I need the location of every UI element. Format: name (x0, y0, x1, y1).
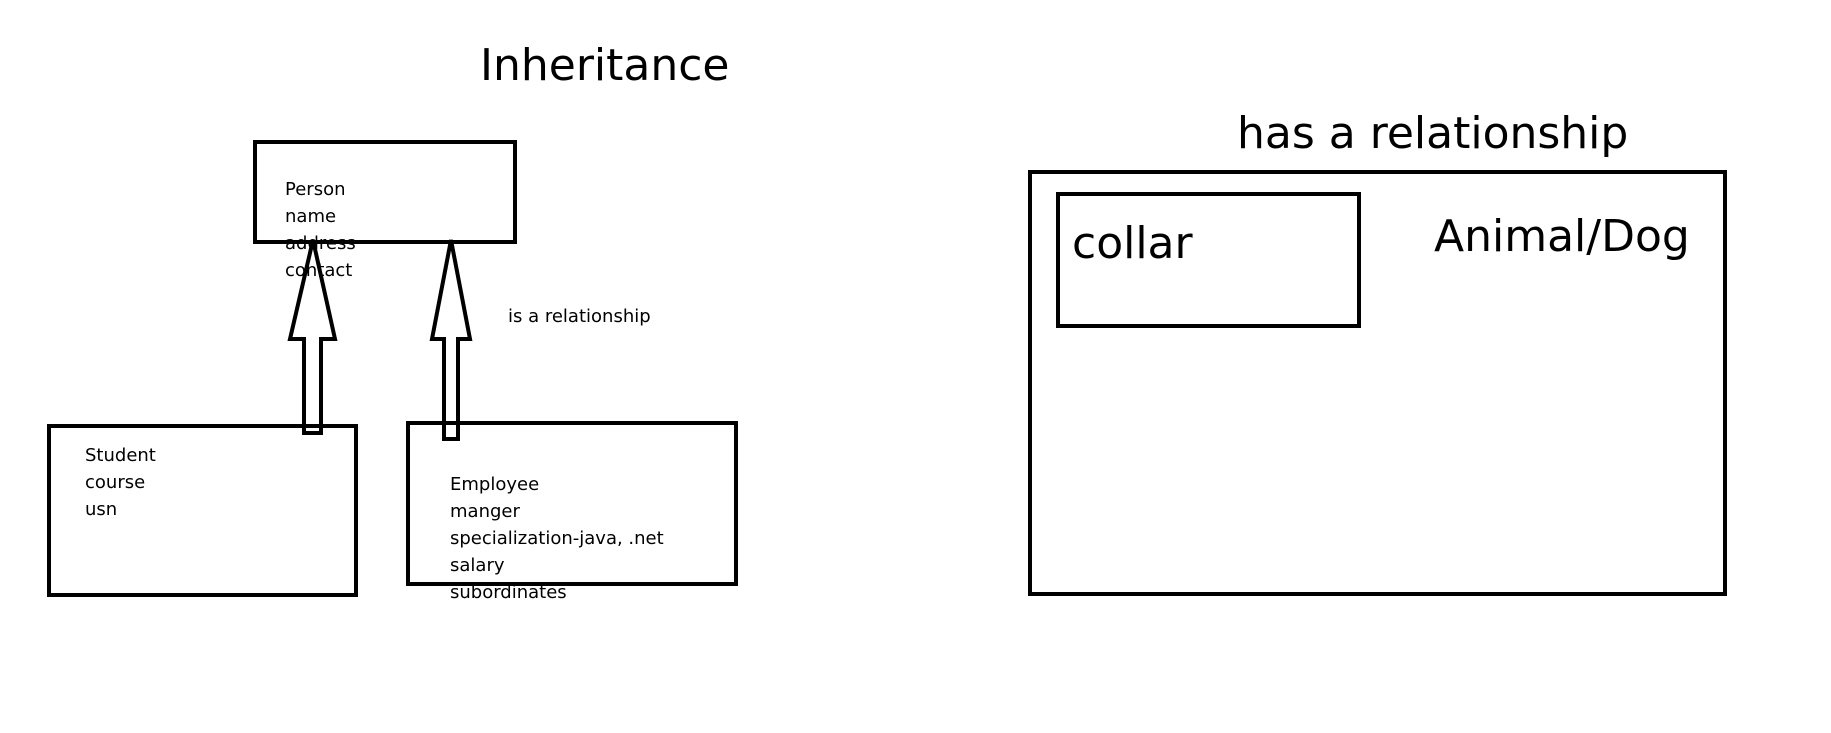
person-attribute-name: name (285, 206, 337, 227)
student-attribute-usn: usn (85, 499, 118, 520)
person-attribute-contact: contact (285, 260, 353, 281)
employee-class-box (406, 421, 738, 586)
employee-to-person-arrow (429, 239, 473, 441)
student-class-name: Student (85, 445, 156, 466)
employee-attributes: Employee manger specialization-java, .ne… (450, 471, 664, 606)
employee-attribute-specialization: specialization-java, .net (450, 528, 664, 549)
animal-dog-label: Animal/Dog (1434, 211, 1690, 262)
employee-class-name: Employee (450, 474, 540, 495)
employee-attribute-salary: salary (450, 555, 505, 576)
has-a-relationship-title: has a relationship (1237, 108, 1629, 159)
student-class-box (47, 424, 358, 597)
inheritance-title: Inheritance (480, 40, 730, 91)
employee-attribute-manger: manger (450, 501, 520, 522)
person-attributes: Person name address contact (285, 176, 356, 284)
student-attributes: Student course usn (85, 442, 156, 523)
student-attribute-course: course (85, 472, 146, 493)
person-class-name: Person (285, 179, 346, 200)
person-attribute-address: address (285, 233, 356, 254)
animal-dog-box (1028, 170, 1727, 596)
collar-box (1056, 192, 1361, 328)
collar-label: collar (1072, 218, 1193, 269)
employee-attribute-subordinates: subordinates (450, 582, 567, 603)
is-a-relationship-label: is a relationship (508, 306, 651, 327)
person-class-box (253, 140, 517, 244)
